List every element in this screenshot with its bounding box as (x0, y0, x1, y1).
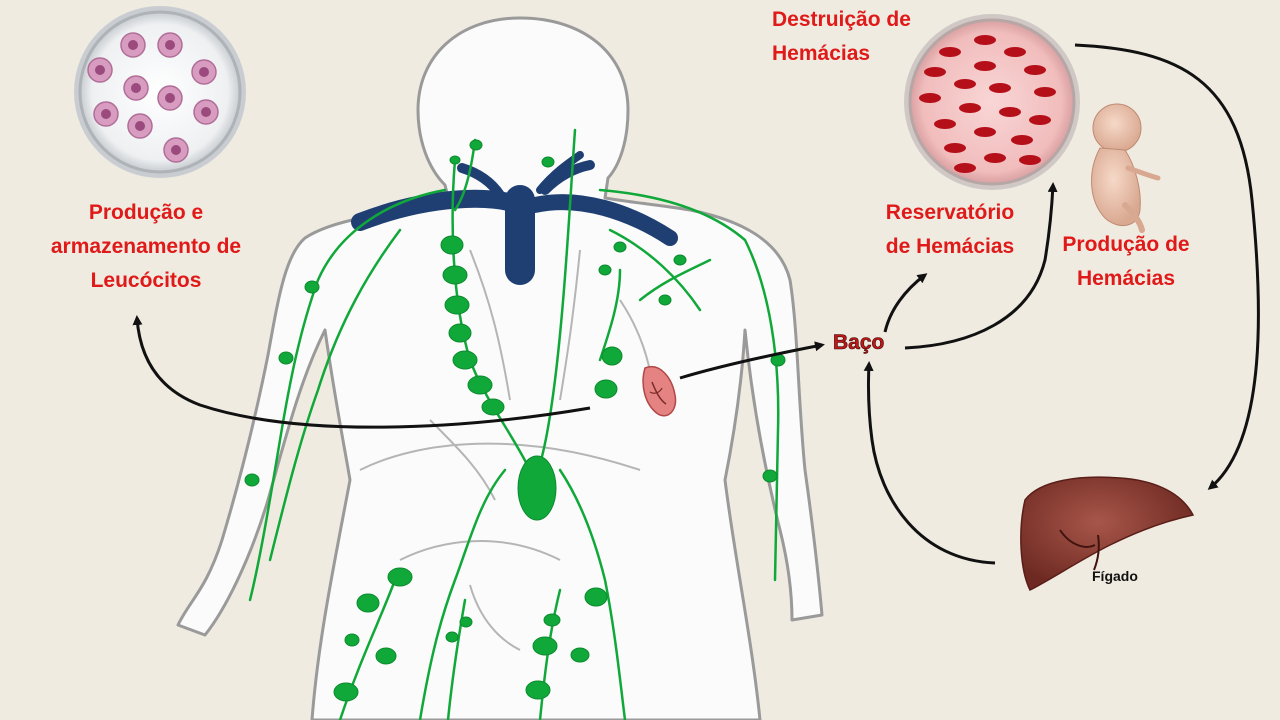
label-destruction-line-2: Hemácias (772, 42, 871, 65)
lymph-nodes (244, 139, 786, 702)
arrow-spleen-to-destruction (904, 182, 1058, 350)
label-erythrocyte-destruction: Destruição de Hemácias (772, 3, 911, 71)
body-detail-lines (359, 249, 656, 651)
spleen-icon (642, 365, 677, 417)
erythrocyte-dish-icon (904, 14, 1080, 190)
label-erythrocyte-production: Produção de Hemácias (1046, 228, 1206, 296)
body-icon (176, 16, 824, 720)
label-reservoir-line-2: de Hemácias (885, 235, 1015, 258)
leukocyte-dish-icon (74, 6, 246, 178)
arrow-to-spleen (679, 341, 825, 380)
arrow-liver-to-spleen (863, 361, 996, 565)
label-leukocyte-line-1: Produção e (88, 201, 204, 224)
vein-icon (351, 151, 678, 285)
label-leukocyte-production: Produção e armazenamento de Leucócitos (28, 196, 264, 298)
label-production-line-2: Hemácias (1076, 267, 1176, 290)
arrow-destruction-to-liver (1074, 43, 1260, 490)
label-reservoir-line-1: Reservatório (885, 201, 1015, 224)
label-liver: Fígado (1092, 568, 1138, 584)
arrow-spleen-to-reservoir (883, 273, 928, 333)
label-leukocyte-line-2: armazenamento de (50, 235, 242, 258)
fetus-icon (1091, 103, 1161, 233)
arrow-body-to-leukocytes (132, 315, 591, 429)
label-destruction-line-1: Destruição de (772, 8, 911, 31)
label-leukocyte-line-3: Leucócitos (90, 269, 202, 292)
label-spleen: Baço (833, 331, 885, 355)
label-production-line-1: Produção de (1062, 233, 1190, 256)
label-erythrocyte-reservoir: Reservatório de Hemácias (868, 196, 1032, 264)
flow-arrows (132, 43, 1260, 565)
liver-icon (1020, 476, 1195, 592)
